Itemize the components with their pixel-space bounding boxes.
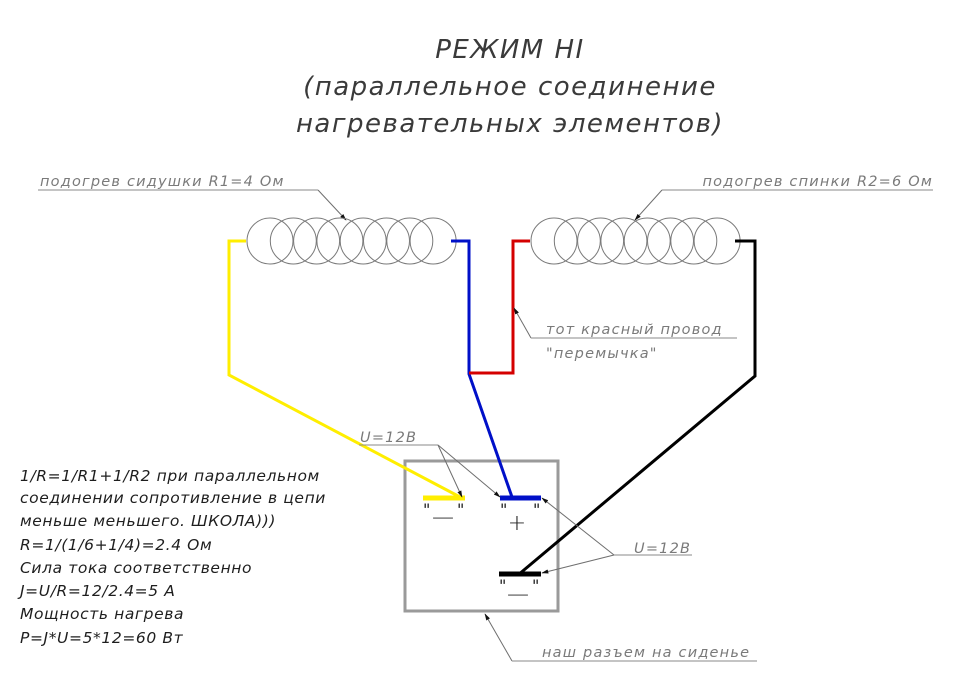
seat-heater-coil: [246, 217, 457, 265]
seat-heater-coil-turn: [316, 217, 364, 265]
terminal-minus-bottom-quote-open: ": [499, 576, 506, 595]
note-line-7: Мощность нагрева: [20, 605, 184, 623]
terminal-minus-bottom-sign: —: [507, 582, 529, 607]
seat-connector-box: [403, 459, 560, 613]
voltage-label-right: U=12B: [634, 541, 691, 557]
back-heater-leader-arrow: [634, 189, 663, 221]
connector-label: наш разъем на сиденье: [542, 645, 750, 661]
note-line-3: меньше меньшего. ШКОЛА))): [20, 512, 276, 530]
back-heater-label: подогрев спинки R2=6 Ом: [702, 174, 933, 190]
note-line-8: P=J*U=5*12=60 Вт: [20, 629, 184, 647]
seat-heater-coil-turn: [269, 217, 317, 265]
terminal-minus-left-quote-close: ": [457, 500, 464, 519]
seat-heater-label: подогрев сидушки R1=4 Ом: [40, 174, 285, 190]
connector-leader-arrow: [484, 613, 513, 662]
voltage-right-leader-minus: [541, 554, 615, 574]
terminal-plus-quote-close: ": [533, 500, 540, 519]
back-heater-label-group: подогрев спинки R2=6 Ом: [634, 174, 933, 221]
title-line-1: РЕЖИМ HI: [435, 35, 584, 65]
note-line-1: 1/R=1/R1+1/R2 при параллельном: [20, 467, 320, 485]
back-heater-coil-turn: [577, 217, 625, 265]
seat-heater-coil-turn: [386, 217, 434, 265]
yellow-wire: [227, 239, 461, 499]
seat-heater-coil-turn: [363, 217, 410, 265]
seat-heater-coil-turn: [246, 217, 294, 265]
voltage-right-leader-plus: [541, 497, 615, 556]
note-line-5: Сила тока соответственно: [20, 559, 252, 577]
black-wire: [517, 239, 757, 577]
note-line-6: J=U/R=12/2.4=5 A: [17, 582, 175, 600]
terminal-plus-sign: +: [508, 511, 526, 536]
back-heater-coil-turn: [553, 217, 601, 265]
seat-heater-leader-arrow: [317, 189, 347, 221]
jumper-label-line-1: тот красный провод: [546, 322, 723, 338]
seat-heater-coil-turn: [339, 217, 387, 265]
back-heater-coil-turn: [600, 217, 648, 265]
voltage-top-leader-minus: [437, 444, 463, 498]
terminal-plus-quote-open: ": [500, 500, 507, 519]
voltage-label-right-group: U=12B: [541, 497, 692, 574]
note-line-2: соединении сопротивление в цепи: [20, 489, 326, 507]
voltage-top-leader-plus: [437, 444, 501, 498]
back-heater-coil-turn: [670, 217, 718, 265]
back-heater-coil-turn: [647, 217, 694, 265]
title-line-2: (параллельное соединение: [303, 72, 717, 102]
seat-heater-label-group: подогрев сидушки R1=4 Ом: [38, 174, 347, 221]
back-heater-coil-turn: [530, 217, 578, 265]
terminal-minus-left-sign: —: [432, 505, 454, 530]
jumper-label-line-2: "перемычка": [546, 346, 658, 362]
voltage-label-top-group: U=12B: [359, 430, 501, 498]
jumper-label-group: тот красный провод "перемычка": [513, 307, 737, 362]
back-heater-coil: [530, 217, 741, 265]
back-heater-coil-turn: [623, 217, 671, 265]
connector-label-group: наш разъем на сиденье: [484, 613, 757, 662]
jumper-leader-arrow: [513, 307, 532, 339]
terminal-minus-left-quote-open: ": [423, 500, 430, 519]
diagram-title: РЕЖИМ HI (параллельное соединение нагрев…: [296, 35, 724, 139]
red-jumper-wire: [469, 239, 530, 375]
calculation-notes: 1/R=1/R1+1/R2 при параллельном соединени…: [17, 467, 326, 647]
blue-wire: [451, 239, 514, 498]
voltage-label-top: U=12B: [360, 430, 417, 446]
seat-heater-coil-turn: [293, 217, 341, 265]
note-line-4: R=1/(1/6+1/4)=2.4 Ом: [20, 536, 212, 554]
terminal-minus-bottom-quote-close: ": [532, 576, 539, 595]
title-line-3: нагревательных элементов): [296, 109, 724, 139]
